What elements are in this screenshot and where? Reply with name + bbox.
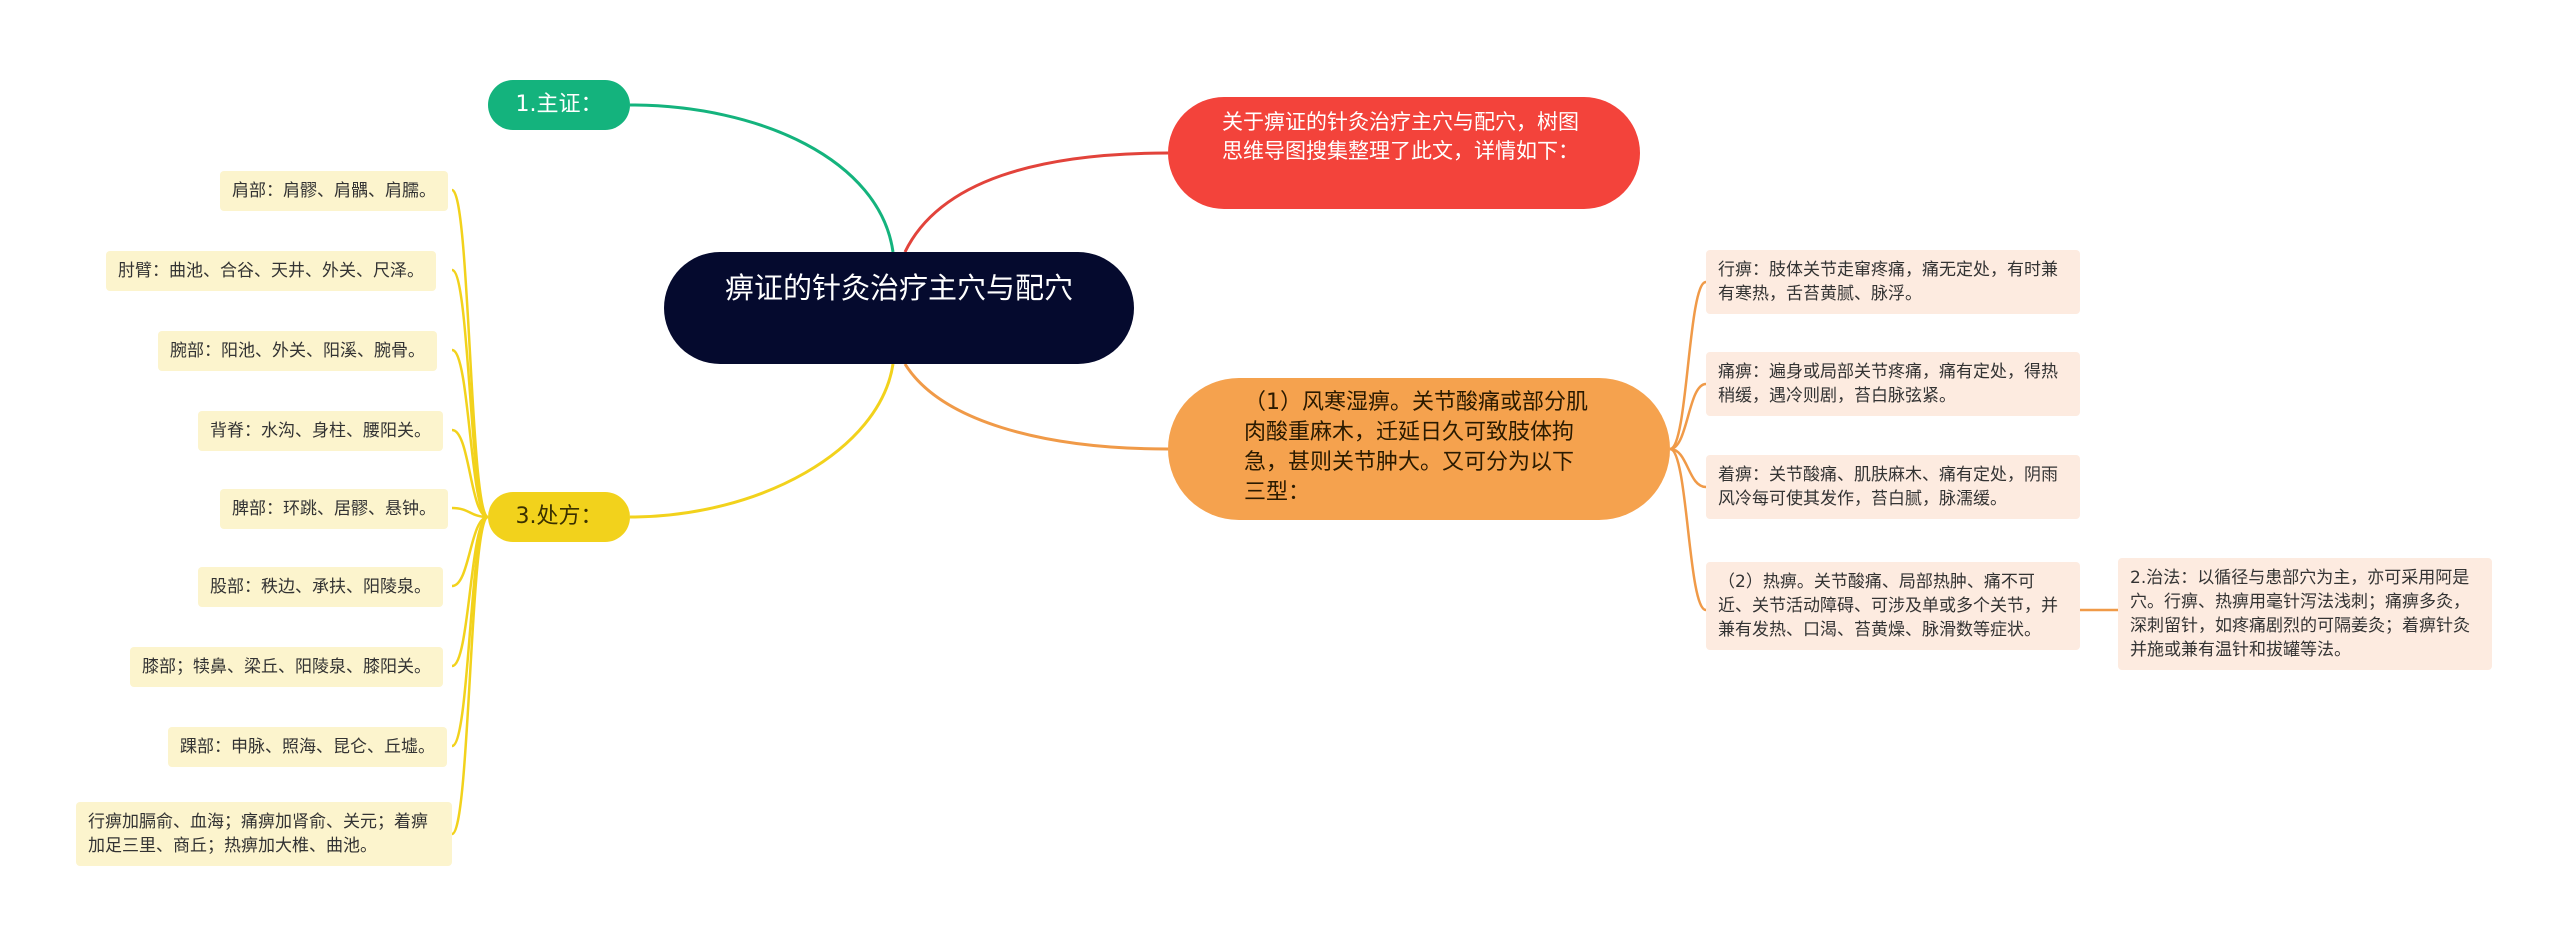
branch-main-symptom[interactable]: 1.主证： [488,80,630,130]
links-prescription-leaves [450,188,490,836]
leaf-thigh[interactable]: 股部：秩边、承扶、阳陵泉。 [198,567,443,607]
branch-wind-cold-damp[interactable]: （1）风寒湿痹。关节酸痛或部分肌肉酸重麻木，迁延日久可致肢体拘急，甚则关节肿大。… [1168,378,1670,520]
leaf-ankle[interactable]: 踝部：申脉、照海、昆仑、丘墟。 [168,727,447,767]
branch-prescription[interactable]: 3.处方： [488,492,630,542]
leaf-treatment-method[interactable]: 2.治法：以循径与患部穴为主，亦可采用阿是穴。行痹、热痹用毫针泻法浅刺；痛痹多灸… [2118,558,2492,670]
leaf-painful-bi[interactable]: 痛痹：遍身或局部关节疼痛，痛有定处，得热稍缓，遇冷则剧，苔白脉弦紧。 [1706,352,2080,416]
branch-intro[interactable]: 关于痹证的针灸治疗主穴与配穴，树图思维导图搜集整理了此文，详情如下： [1168,97,1640,209]
link-center-intro [903,151,1169,253]
link-center-main-symptom [629,103,895,253]
leaf-supplementary[interactable]: 行痹加膈俞、血海；痛痹加肾俞、关元；着痹加足三里、商丘；热痹加大椎、曲池。 [76,802,452,866]
link-center-prescription [629,363,895,519]
leaf-fixed-bi[interactable]: 着痹：关节酸痛、肌肤麻木、痛有定处，阴雨风冷每可使其发作，苔白腻，脉濡缓。 [1706,455,2080,519]
leaf-back-spine[interactable]: 背脊：水沟、身柱、腰阳关。 [198,411,443,451]
central-topic[interactable]: 痹证的针灸治疗主穴与配穴 [664,252,1134,364]
leaf-wandering-bi[interactable]: 行痹：肢体关节走窜疼痛，痛无定处，有时兼有寒热，舌苔黄腻、脉浮。 [1706,250,2080,314]
leaf-hip[interactable]: 脾部：环跳、居髎、悬钟。 [220,489,448,529]
leaf-knee[interactable]: 膝部；犊鼻、梁丘、阳陵泉、膝阳关。 [130,647,443,687]
leaf-shoulder[interactable]: 肩部：肩髎、肩髃、肩臑。 [220,171,448,211]
links-symptom-leaves [1669,280,1707,612]
leaf-heat-bi[interactable]: （2）热痹。关节酸痛、局部热肿、痛不可近、关节活动障碍、可涉及单或多个关节，并兼… [1706,562,2080,650]
leaf-wrist[interactable]: 腕部：阳池、外关、阳溪、腕骨。 [158,331,437,371]
link-center-wind-cold [903,363,1169,451]
leaf-elbow-arm[interactable]: 肘臂：曲池、合谷、天井、外关、尺泽。 [106,251,436,291]
